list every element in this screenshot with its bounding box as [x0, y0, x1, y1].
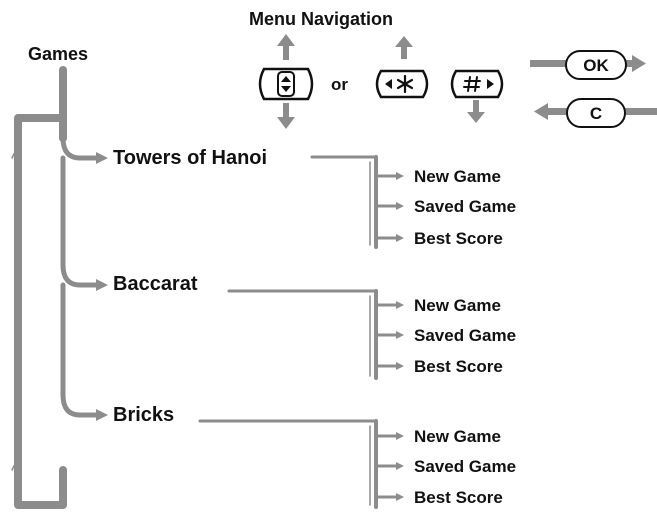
star-left-key-icon: [375, 69, 429, 99]
option-new-game: New Game: [414, 427, 501, 446]
option-best-score: Best Score: [414, 229, 503, 248]
hash-right-key-icon: [450, 69, 504, 99]
ok-key-label: OK: [583, 56, 609, 75]
back-key: C: [566, 98, 626, 128]
game-item-bricks: Bricks: [113, 404, 175, 426]
root-menu-label: Games: [28, 44, 89, 64]
navigation-keys: [277, 34, 657, 129]
ok-key: OK: [565, 50, 627, 80]
option-saved-game: Saved Game: [414, 326, 517, 345]
or-label: or: [331, 75, 348, 94]
option-saved-game: Saved Game: [414, 457, 517, 476]
up-down-key-icon: [258, 67, 314, 101]
option-best-score: Best Score: [414, 357, 503, 376]
option-new-game: New Game: [414, 167, 501, 186]
back-key-label: C: [589, 104, 603, 123]
option-saved-game: Saved Game: [414, 197, 517, 216]
option-new-game: New Game: [414, 296, 501, 315]
game-item-towers-of-hanoi: Towers of Hanoi: [113, 147, 268, 169]
option-best-score: Best Score: [414, 488, 503, 507]
game-item-baccarat: Baccarat: [113, 273, 198, 295]
navigation-title: Menu Navigation: [249, 9, 394, 29]
